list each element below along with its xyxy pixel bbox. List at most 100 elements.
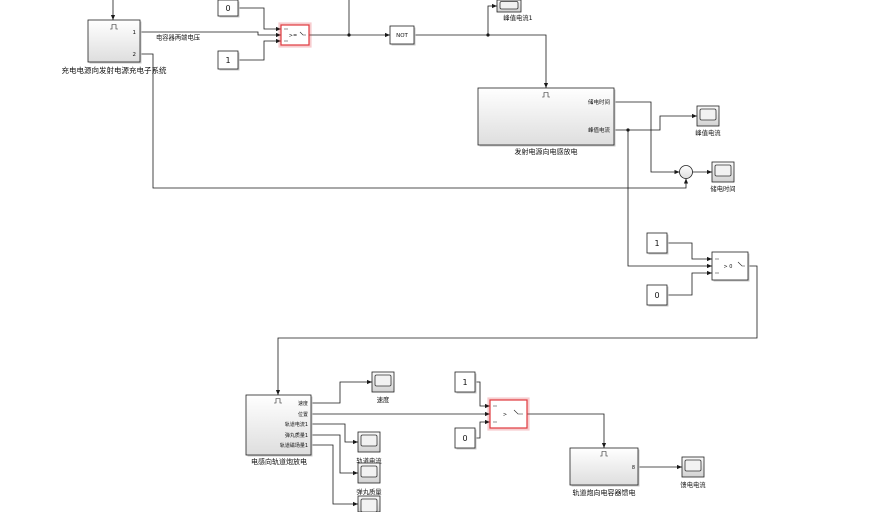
subsystem-charge-source[interactable]: 1 2 <box>87 19 142 64</box>
signal-line-top-constant-0[interactable] <box>238 7 281 32</box>
enable-port-icon <box>542 92 550 98</box>
port-label: 轨道电流1 <box>285 421 308 428</box>
constant-block-bottom-1[interactable]: 1 <box>454 371 477 394</box>
scope-label-peak-current[interactable]: 峰值电流 <box>695 128 721 137</box>
port-label: 峰值电流 <box>588 126 611 134</box>
signal-line-mid-constant-0[interactable] <box>667 270 712 296</box>
signal-line-bottom-constant-0[interactable] <box>475 419 490 439</box>
not-label: NOT <box>396 33 408 39</box>
scope-speed[interactable] <box>371 371 395 393</box>
sum-circle[interactable] <box>679 165 693 179</box>
block-body[interactable] <box>454 371 476 393</box>
signal-line-rail-field[interactable] <box>311 444 358 507</box>
constant-block-bottom-0[interactable]: 0 <box>454 427 477 450</box>
block-body[interactable] <box>389 25 415 45</box>
signal-line-storage-time[interactable] <box>614 101 680 175</box>
block-name-launch-discharge[interactable]: 发射电源向电感放电 <box>515 147 578 156</box>
scope-screen <box>714 164 732 177</box>
selection-highlight <box>489 399 528 429</box>
enable-port-icon <box>274 398 282 404</box>
signal-lines <box>110 0 758 507</box>
scope-label-speed[interactable]: 速度 <box>377 395 390 404</box>
port-label: 储电时间 <box>588 98 610 106</box>
scope-screen <box>699 108 717 121</box>
subsystem-railgun-discharge[interactable]: 速度 位置 轨道电流1 弹丸质量1 轨道磁场量1 <box>245 394 313 457</box>
selection-highlight <box>280 24 310 46</box>
constant-value: 1 <box>462 378 467 387</box>
scope-rail-current[interactable] <box>357 431 381 453</box>
signal-line-speed[interactable] <box>311 379 372 404</box>
constant-block-top-0[interactable]: 0 <box>217 0 240 18</box>
signal-line-mid-constant-1[interactable] <box>667 242 712 262</box>
signal-line-projectile-mass[interactable] <box>311 434 358 476</box>
switch-icon <box>715 258 745 274</box>
junction-dot <box>626 128 630 132</box>
constant-block-mid-0[interactable]: 0 <box>646 284 669 307</box>
scope-peak-current[interactable] <box>696 105 720 127</box>
subsystem-launch-discharge[interactable]: 储电时间 峰值电流 <box>477 87 616 147</box>
scope-screen <box>499 1 519 10</box>
block-body[interactable] <box>217 50 239 70</box>
signal-line-bottom-switch-out[interactable] <box>527 413 607 448</box>
constant-block-top-1[interactable]: 1 <box>217 50 240 71</box>
signal-line-peak-current-branch[interactable] <box>627 130 712 269</box>
signal-line-peak-current1-scope[interactable] <box>487 3 497 35</box>
port-label: 位置 <box>298 411 308 418</box>
block-body[interactable] <box>245 394 312 456</box>
port-label: 弹丸质量1 <box>285 432 308 439</box>
constant-value: 0 <box>654 291 659 300</box>
signal-label-capacitor-voltage[interactable]: 电容器两端电压 <box>156 33 201 42</box>
scope-screen <box>684 459 702 472</box>
constant-value: 0 <box>225 4 230 13</box>
signal-line-capacitor-voltage[interactable] <box>140 31 281 38</box>
scope-peak-current-1[interactable] <box>496 0 522 13</box>
scope-label-feed-current[interactable]: 馈电电流 <box>680 480 706 489</box>
block-body[interactable] <box>569 447 639 486</box>
scope-label-rail-current[interactable]: 轨道电流 <box>356 456 382 465</box>
scope-label-peak-current-1[interactable]: 峰值电流1 <box>503 13 532 22</box>
block-name-railgun-feedback[interactable]: 轨道炮向电容器馈电 <box>573 488 636 497</box>
scope-rail-field[interactable] <box>357 495 381 512</box>
selection-glow <box>487 397 530 431</box>
scope-projectile-mass[interactable] <box>357 462 381 484</box>
block-body[interactable] <box>646 232 668 254</box>
junction-dot <box>486 33 490 37</box>
switch-block-bottom[interactable]: > <box>487 397 530 431</box>
switch-block-top[interactable]: >= <box>278 22 312 48</box>
block-name-charge-source[interactable]: 充电电源向发射电源充电子系统 <box>62 65 167 75</box>
scope-screen <box>360 465 378 478</box>
subsystem-railgun-feedback[interactable]: 8 <box>569 447 640 487</box>
switch-criterion: > 0 <box>724 264 733 270</box>
signal-line-peak-current[interactable] <box>614 113 697 131</box>
sum-block[interactable] <box>679 165 693 179</box>
port-label: 速度 <box>298 400 308 407</box>
signal-line-bottom-constant-1[interactable] <box>475 381 490 409</box>
constant-block-mid-1[interactable]: 1 <box>646 232 669 255</box>
logical-not-block[interactable]: NOT <box>389 25 416 46</box>
scope-screen <box>374 374 392 387</box>
block-body[interactable] <box>454 427 476 449</box>
scope-label-projectile-mass[interactable]: 弹丸质量 <box>356 487 382 496</box>
block-body[interactable] <box>477 87 615 146</box>
switch-block-mid[interactable]: > 0 <box>711 251 750 282</box>
block-body[interactable] <box>646 284 668 306</box>
port-label: 1 <box>133 30 137 36</box>
port-label: 8 <box>632 465 635 471</box>
port-label: 轨道磁场量1 <box>280 442 308 449</box>
enable-port-icon <box>110 24 118 30</box>
signal-line-rail-current[interactable] <box>311 423 358 445</box>
constant-value: 1 <box>225 56 230 65</box>
port-label: 2 <box>133 52 137 58</box>
scope-feed-current[interactable] <box>681 456 705 478</box>
block-body[interactable] <box>87 19 141 63</box>
signal-line-not-out[interactable] <box>414 34 549 88</box>
block-name-railgun-discharge[interactable]: 电感向轨道炮放电 <box>251 457 307 466</box>
signal-line-top-constant-1[interactable] <box>238 38 281 61</box>
scope-label-storage-time[interactable]: 储电时间 <box>710 184 735 193</box>
enable-port-icon <box>600 451 608 457</box>
signal-line-charge-port2[interactable] <box>140 53 689 189</box>
scope-storage-time[interactable] <box>711 161 735 183</box>
block-body[interactable] <box>217 0 239 17</box>
signal-line-mid-switch-out[interactable] <box>275 265 758 395</box>
